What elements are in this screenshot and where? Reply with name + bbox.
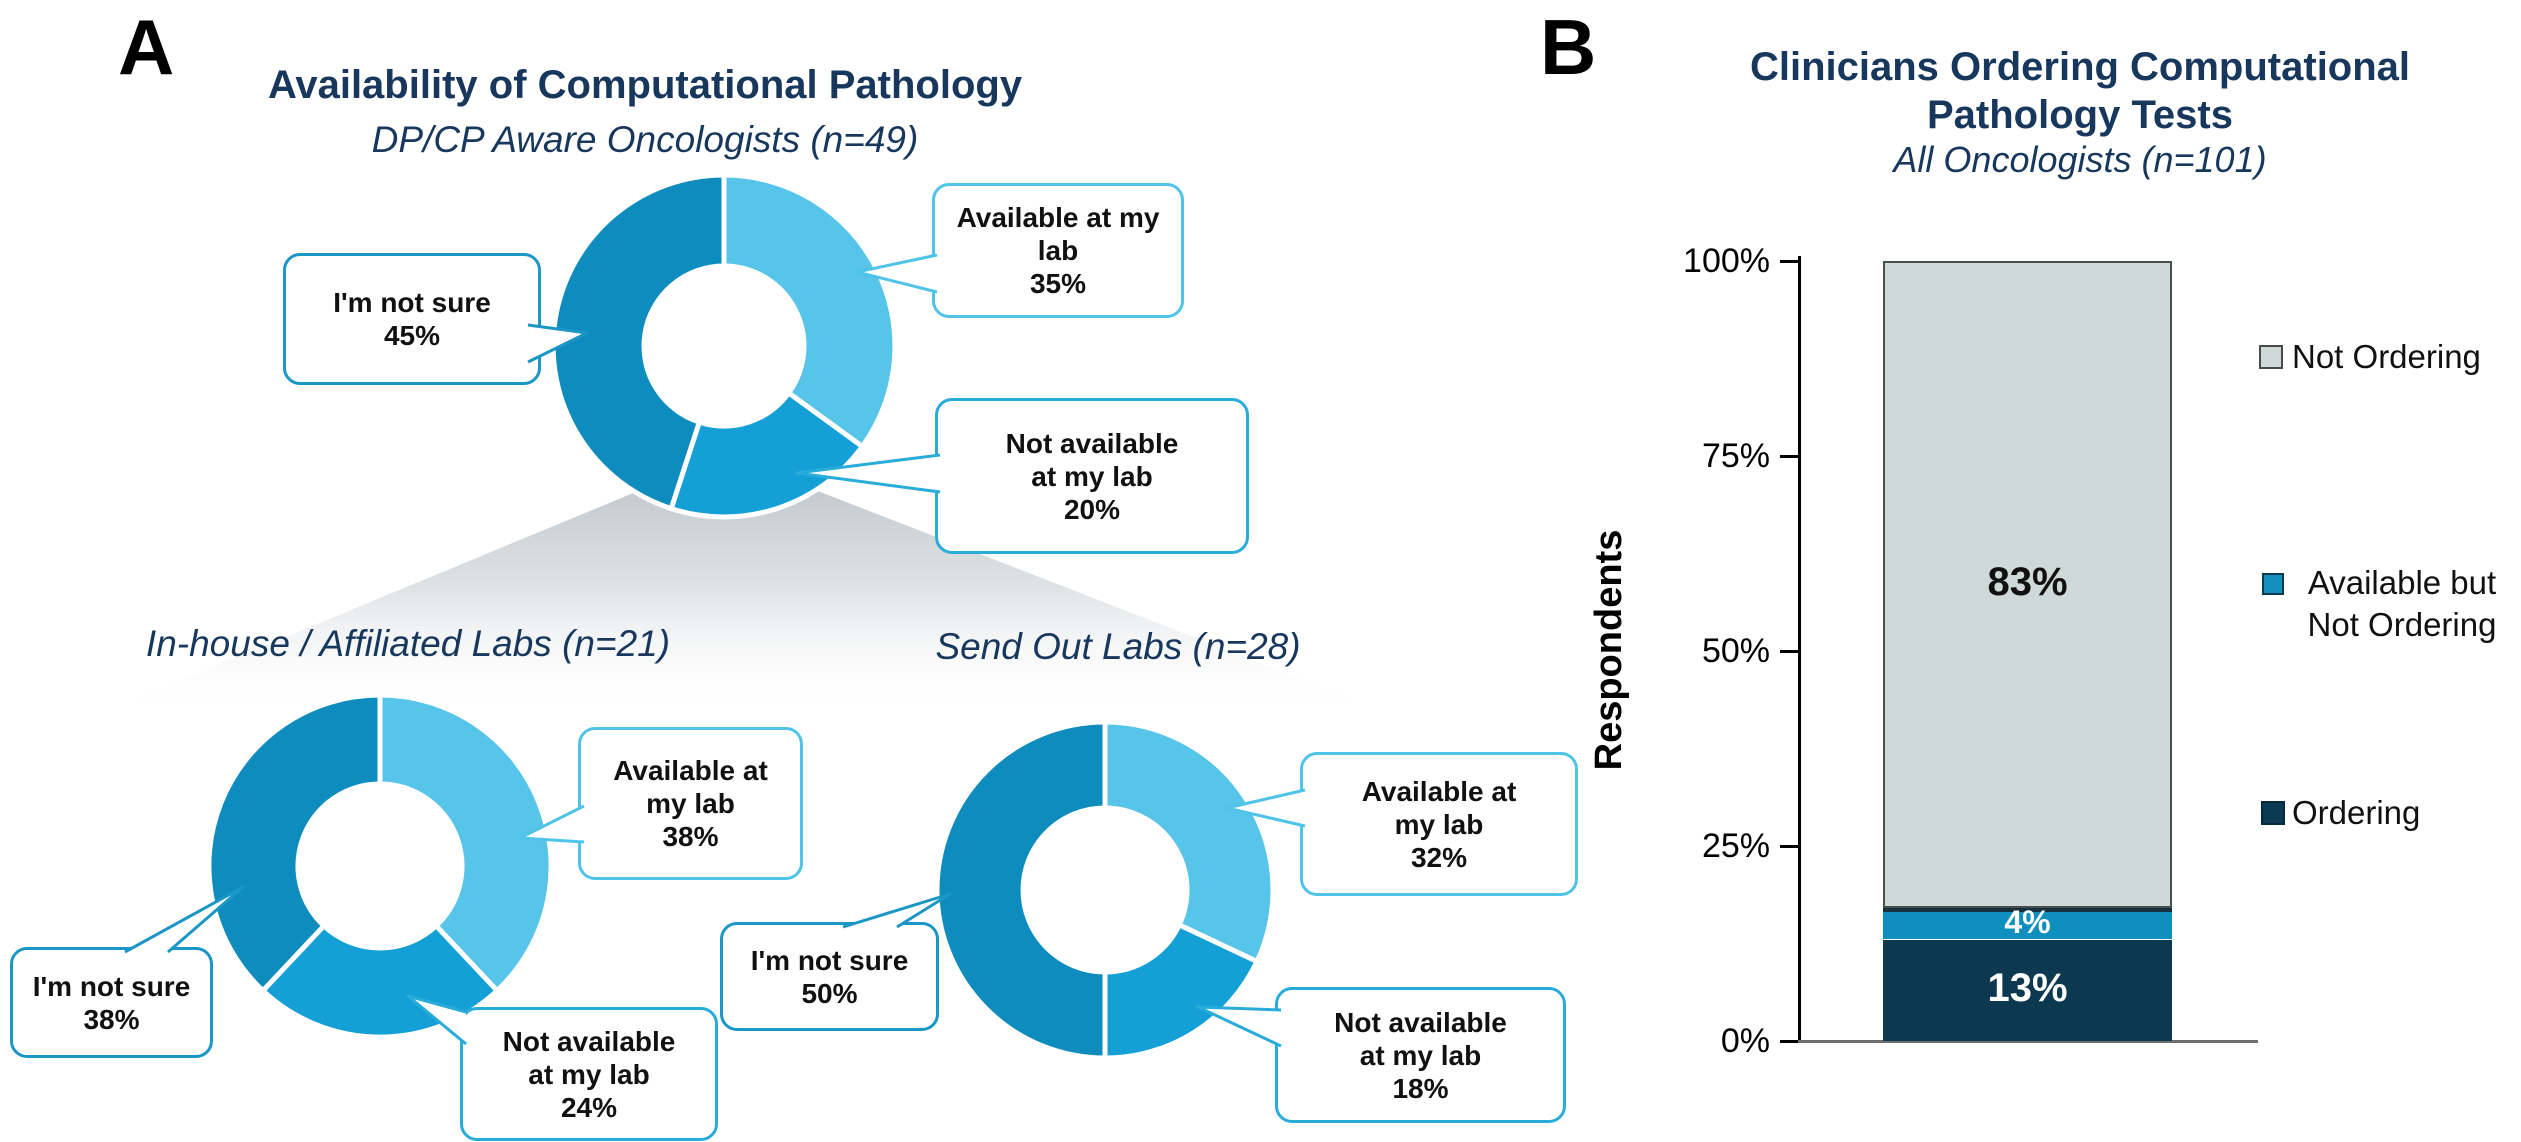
bar-segment-value-available-but-not-ordering: 4% — [2004, 904, 2051, 940]
panel-b-label: B — [1540, 3, 1597, 91]
legend-label-ordering: Ordering — [2292, 792, 2420, 834]
panel-a-subtitle: DP/CP Aware Oncologists (n=49) — [371, 119, 919, 160]
panel-b-title-line1: Clinicians Ordering Computational — [1749, 45, 2411, 89]
donut-slice-sendout-i-m-not-sure — [934, 719, 1108, 1061]
callout-text-line: 18% — [1392, 1072, 1449, 1104]
y-tick-label-25: 25% — [1701, 827, 1770, 865]
bar-segment-value-ordering: 13% — [1987, 966, 2068, 1010]
x-axis-line — [1798, 1040, 2258, 1043]
callout-text-line: 35% — [1029, 268, 1087, 299]
donut-slice-aware-i-m-not-sure — [550, 172, 727, 512]
legend-label-line: Available but — [2307, 564, 2497, 601]
callout-text-line: 24% — [560, 1091, 618, 1123]
callout-text-line: Not available — [1334, 1006, 1507, 1038]
y-tick-label-50: 50% — [1701, 632, 1770, 670]
y-tick-mark-100 — [1780, 260, 1798, 263]
y-tick-label-0: 0% — [1720, 1022, 1770, 1060]
y-tick-mark-75 — [1780, 455, 1798, 458]
callout-text-line: I'm not sure — [750, 944, 909, 976]
callout-text-line: 50% — [801, 977, 858, 1009]
y-tick-mark-25 — [1780, 845, 1798, 848]
callout-text-line: my lab — [1394, 808, 1484, 840]
legend-swatch-available-but-not-ordering — [2262, 573, 2284, 595]
callout-text-line: 45% — [383, 320, 441, 351]
bar-segment-ordering — [1883, 940, 2172, 1041]
y-tick-label-75: 75% — [1701, 437, 1770, 475]
panel-b-title-line2: Pathology Tests — [1927, 93, 2233, 137]
callout-text-line: my lab — [646, 788, 735, 819]
legend-swatch-not-ordering — [2259, 345, 2283, 369]
callout-text-line: lab — [1037, 235, 1079, 266]
callout-text-line: Available at — [1361, 775, 1517, 807]
panel-b-subtitle: All Oncologists (n=101) — [1893, 139, 2267, 180]
callout-text-line: 38% — [662, 821, 719, 852]
callout-text-line: 38% — [83, 1003, 140, 1035]
sendout-donut-title: Send Out Labs (n=28) — [935, 626, 1301, 667]
legend-label-line: Not Ordering — [2307, 606, 2497, 644]
panel-a-label: A — [118, 3, 175, 91]
y-tick-mark-0 — [1780, 1040, 1798, 1043]
callout-text-line: 32% — [1410, 841, 1468, 873]
callout-text-line: at my lab — [528, 1058, 650, 1090]
legend-label-not-ordering: Not Ordering — [2292, 336, 2481, 378]
callout-text-line: I'm not sure — [32, 970, 191, 1002]
donut-slice-sendout-available-at-my-lab — [1102, 719, 1276, 964]
callout-text-line: Available at — [613, 755, 768, 786]
donut-slice-inhouse-available-at-my-lab — [377, 692, 554, 994]
callout-text-line: Available at my — [956, 202, 1160, 233]
y-tick-label-100: 100% — [1683, 242, 1770, 280]
callout-text-line: at my lab — [1031, 460, 1153, 492]
callout-text-line: I'm not sure — [333, 287, 491, 318]
bar-segment-value-not-ordering: 83% — [1987, 560, 2068, 604]
panel-a-title: Availability of Computational Pathology — [267, 63, 1023, 107]
legend-label-line: Not Ordering — [2292, 338, 2481, 375]
y-tick-mark-50 — [1780, 650, 1798, 653]
inhouse-donut-title: In-house / Affiliated Labs (n=21) — [145, 623, 671, 664]
bar-segment-available-but-not-ordering — [1883, 908, 2172, 939]
callout-text-line: Not available — [1005, 427, 1179, 459]
legend-swatch-ordering — [2261, 801, 2285, 825]
y-axis-line — [1798, 256, 1801, 1043]
callout-text-line: Not available — [502, 1025, 676, 1057]
callout-text-line: at my lab — [1359, 1039, 1482, 1071]
bar-segment-not-ordering — [1883, 261, 2172, 908]
callout-text-line: 20% — [1063, 493, 1121, 525]
legend-label-line: Ordering — [2292, 794, 2421, 831]
zoom-funnel-shape — [100, 455, 1392, 714]
donut-slice-aware-available-at-my-lab — [721, 172, 898, 449]
